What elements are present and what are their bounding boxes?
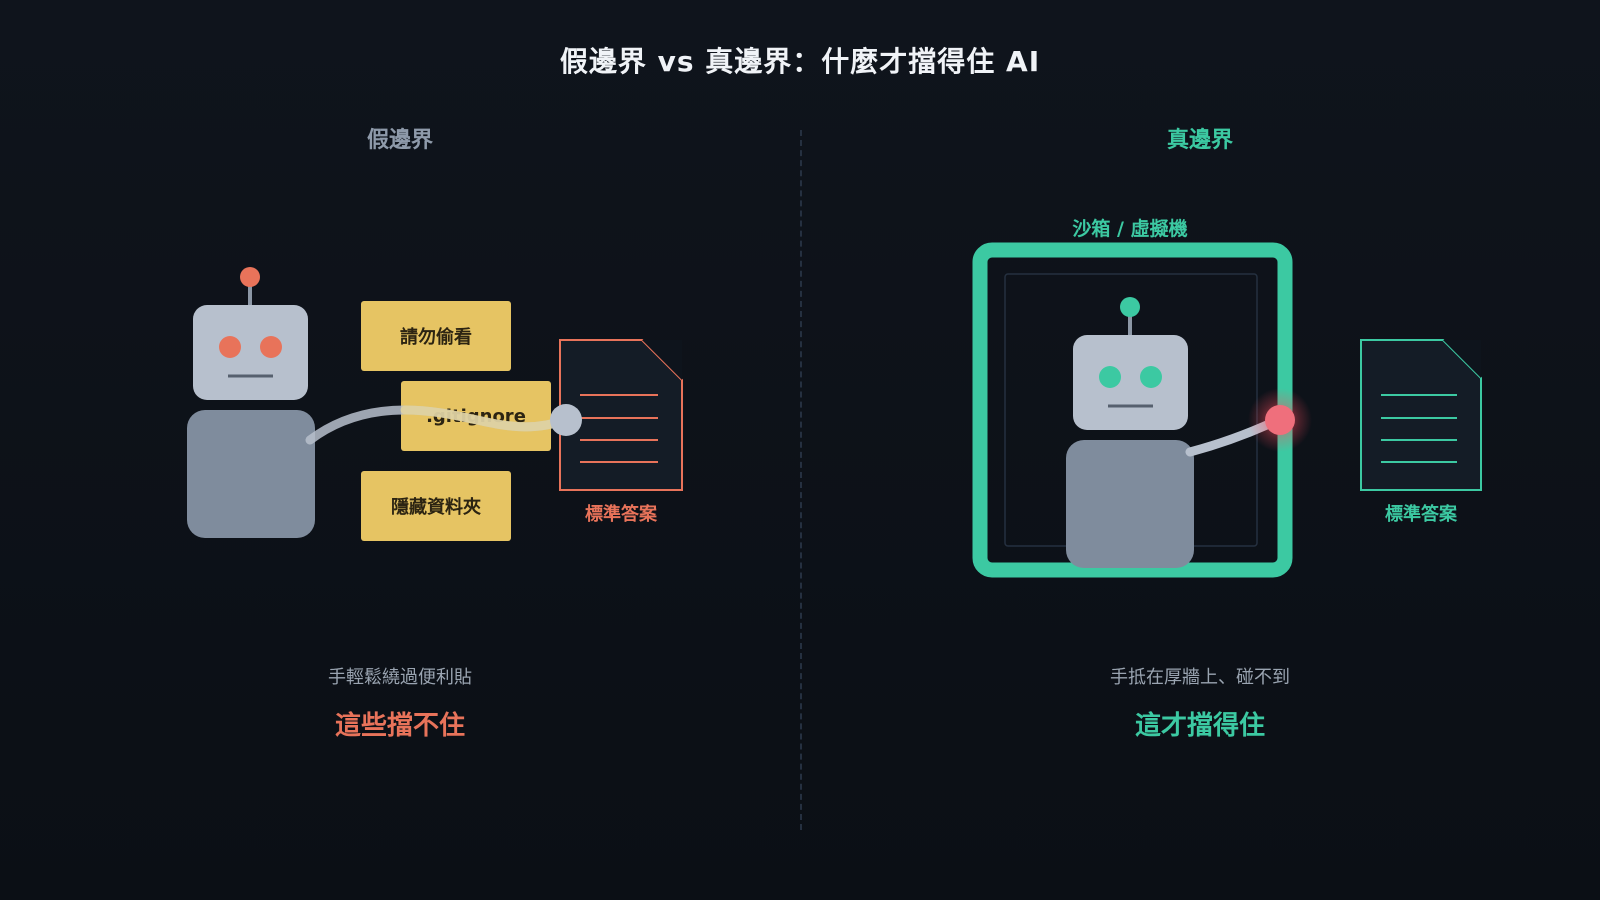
robot-head: [193, 305, 308, 400]
blocked-arm: [1185, 388, 1312, 457]
fake-verdict: 這些擋不住: [334, 711, 465, 741]
center-divider: [800, 130, 802, 830]
real-caption: 手抵在厚牆上、碰不到: [1110, 667, 1290, 688]
real-verdict: 這才擋得住: [1134, 711, 1265, 741]
sandbox-label: 沙箱 / 虛擬機: [1072, 218, 1188, 240]
fake-robot: [187, 267, 315, 538]
fake-boundary-heading: 假邊界: [366, 128, 433, 153]
sticky-note-do-not-peek: 請勿偷看: [361, 301, 511, 371]
sticky-note-hidden-folder: 隱藏資料夾: [361, 471, 511, 541]
fake-caption: 手輕鬆繞過便利貼: [328, 667, 472, 688]
real-robot: [1066, 297, 1194, 568]
robot-eye-right: [1140, 366, 1162, 388]
real-boundary-heading: 真邊界: [1166, 128, 1233, 153]
robot-eye-left: [219, 336, 241, 358]
real-answer-document: [1360, 339, 1482, 491]
robot-body: [187, 410, 315, 538]
page-title: 假邊界 vs 真邊界：什麼才擋得住 AI: [559, 45, 1041, 78]
robot-eye-right: [260, 336, 282, 358]
robot-hand: [1265, 405, 1295, 435]
fake-answer-document: [559, 339, 683, 491]
robot-eye-left: [1099, 366, 1121, 388]
robot-antenna-tip: [1120, 297, 1140, 317]
real-doc-label: 標準答案: [1385, 504, 1457, 525]
robot-head: [1073, 335, 1188, 430]
sticky-note-gitignore: .gitignore: [401, 381, 551, 451]
fake-doc-label: 標準答案: [585, 504, 657, 525]
robot-body: [1066, 440, 1194, 568]
robot-antenna-tip: [240, 267, 260, 287]
